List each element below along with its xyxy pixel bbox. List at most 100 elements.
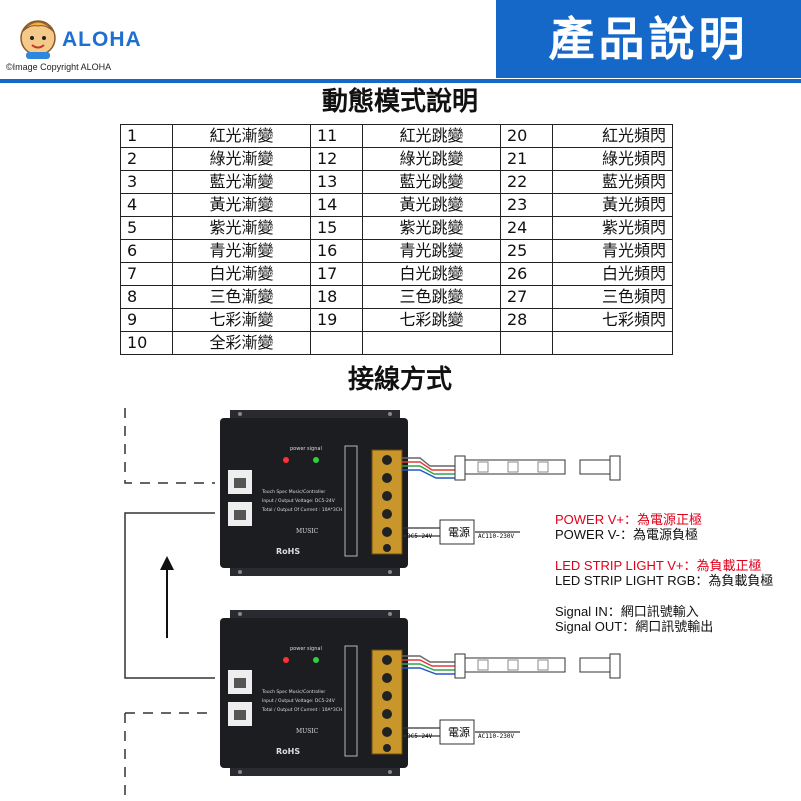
model-label: Touch Spec Music/Controller [261, 489, 325, 495]
mode-name-cell: 三色跳變 [362, 285, 501, 309]
mode-name-cell: 全彩漸變 [172, 331, 311, 355]
mode-name-cell: 紅光跳變 [362, 124, 501, 148]
mode-name-cell: 紫光跳變 [362, 216, 501, 240]
current-label: Total / Output Of Current : 10A*3CH [261, 707, 342, 713]
psu-label: 電源 [448, 525, 470, 539]
psu-wires-2 [402, 727, 520, 737]
mode-number-cell: 3 [120, 170, 173, 194]
terminal-screws [382, 455, 392, 552]
mode-name-cell: 紫光漸變 [172, 216, 311, 240]
psu-label: 電源 [448, 725, 470, 739]
mode-number-cell: 20 [500, 124, 553, 148]
mode-name-cell: 七彩跳變 [362, 308, 501, 332]
model-label: Touch Spec Music/Controller [261, 689, 325, 695]
mode-number-cell: 8 [120, 285, 173, 309]
dc-label: DC5-24V [407, 733, 433, 740]
legend-strip-rgb: LED STRIP LIGHT RGB：為負載負極 [555, 573, 774, 588]
logo-text: ALOHA [62, 28, 142, 51]
mode-number-cell: 14 [310, 193, 363, 217]
mode-name-cell: 紅光漸變 [172, 124, 311, 148]
mode-number-cell: 1 [120, 124, 173, 148]
dc-label: DC5-24V [407, 533, 433, 540]
music-label: MUSIC [296, 528, 319, 535]
mode-name-cell: 黃光跳變 [362, 193, 501, 217]
mode-name-cell: 青光漸變 [172, 239, 311, 263]
mode-number-cell: 16 [310, 239, 363, 263]
mode-number-cell: 15 [310, 216, 363, 240]
led-strip-1 [454, 455, 621, 481]
up-arrow-icon [160, 556, 174, 638]
controller-device-2: power signal Touch Spec Music/Controller… [220, 610, 408, 776]
indicator-label: power signal [290, 446, 322, 452]
rohs-label: RoHS [276, 747, 300, 756]
legend-power-neg: POWER V-：為電源負極 [555, 527, 699, 542]
mode-name-cell: 白光跳變 [362, 262, 501, 286]
mode-number-cell: 18 [310, 285, 363, 309]
mode-table-heading: 動態模式說明 [321, 87, 478, 117]
mode-name-cell: 青光頻閃 [552, 239, 673, 263]
mode-number-cell: 22 [500, 170, 553, 194]
mode-name-cell: 綠光漸變 [172, 147, 311, 171]
header-divider [0, 79, 801, 83]
mode-name-cell: 三色漸變 [172, 285, 311, 309]
mode-number-cell: 27 [500, 285, 553, 309]
mode-name-cell: 七彩漸變 [172, 308, 311, 332]
mode-name-cell: 藍光頻閃 [552, 170, 673, 194]
mode-number-cell: 19 [310, 308, 363, 332]
legend: POWER V+：為電源正極 POWER V-：為電源負極 LED STRIP … [555, 512, 773, 634]
strip-wires-2 [402, 655, 455, 675]
strip-wires-1 [402, 457, 455, 479]
title-banner [496, 0, 801, 78]
mode-number-cell: 26 [500, 262, 553, 286]
aloha-mascot-icon [20, 20, 56, 59]
link-cable [124, 512, 215, 679]
ac-label: AC110-230V [478, 533, 515, 540]
mode-name-cell: 紅光頻閃 [552, 124, 673, 148]
dashed-cables [124, 408, 215, 798]
wiring-heading: 接線方式 [347, 365, 452, 395]
voltage-label: Input / Output Voltage: DC5-24V [262, 498, 336, 504]
mode-name-cell: 綠光頻閃 [552, 147, 673, 171]
mode-name-cell: 青光跳變 [362, 239, 501, 263]
mode-name-cell: 白光頻閃 [552, 262, 673, 286]
mode-number-cell: 13 [310, 170, 363, 194]
mode-number-cell [310, 331, 363, 355]
mode-name-cell: 七彩頻閃 [552, 308, 673, 332]
mode-name-cell: 黃光頻閃 [552, 193, 673, 217]
psu-wires-1 [402, 527, 520, 537]
mode-number-cell: 6 [120, 239, 173, 263]
mode-number-cell: 23 [500, 193, 553, 217]
page-title: 產品說明 [548, 12, 749, 66]
indicator-label: power signal [290, 646, 322, 652]
terminal-block [371, 449, 403, 555]
mode-name-cell: 三色頻閃 [552, 285, 673, 309]
mode-number-cell: 7 [120, 262, 173, 286]
legend-strip-pos: LED STRIP LIGHT V+：為負載正極 [555, 558, 762, 573]
mode-name-cell: 白光漸變 [172, 262, 311, 286]
mode-name-cell: 綠光跳變 [362, 147, 501, 171]
mode-name-cell [552, 331, 673, 355]
power-supply-2 [439, 719, 475, 745]
mode-number-cell: 11 [310, 124, 363, 148]
rohs-label: RoHS [276, 547, 300, 556]
power-supply-1 [439, 519, 475, 545]
current-label: Total / Output Of Current : 10A*3CH [261, 507, 342, 513]
voltage-label: Input / Output Voltage: DC5-24V [262, 698, 336, 704]
mode-number-cell: 28 [500, 308, 553, 332]
legend-signal-out: Signal OUT：網口訊號輸出 [555, 619, 714, 634]
legend-power-pos: POWER V+：為電源正極 [555, 512, 702, 527]
controller-device-1: power signal Touch Spec Music/Controller… [220, 410, 408, 576]
led-strip-2 [454, 653, 621, 679]
music-label: MUSIC [296, 728, 319, 735]
